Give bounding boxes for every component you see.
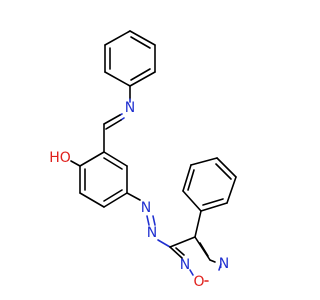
right-phenyl-ring	[182, 157, 237, 238]
atom-label-n-azo-1: N	[141, 200, 151, 216]
atom-label-oh: HO	[49, 150, 71, 166]
central-phenol-ring	[79, 151, 128, 208]
top-phenyl-ring	[104, 30, 156, 87]
oxadiazole-ring	[169, 236, 222, 282]
atom-label-n-azo-2: N	[147, 225, 157, 241]
atom-label-o-ring: O	[193, 274, 204, 290]
imine-linkage	[103, 85, 131, 153]
molecule-structure: N HO N N N N O	[49, 30, 237, 290]
atom-label-n-ring-right: N	[219, 256, 229, 272]
hydroxyl-bond	[70, 160, 81, 167]
azo-linkage	[126, 192, 171, 248]
atom-label-n-imine: N	[125, 100, 135, 116]
atom-label-n-ring-left: N	[180, 257, 190, 273]
